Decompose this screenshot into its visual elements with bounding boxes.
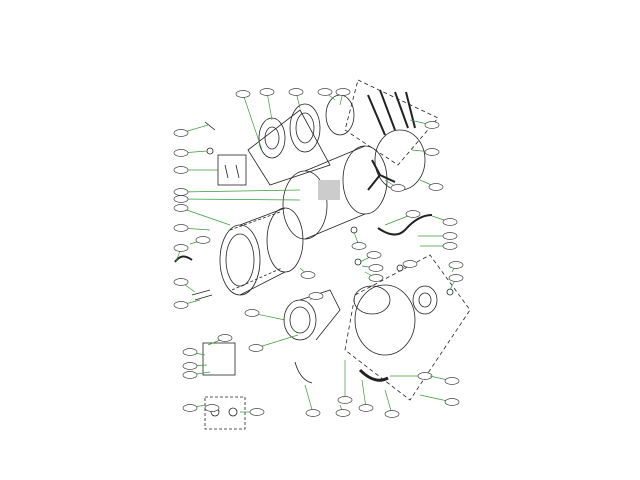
callout-bubble xyxy=(182,362,198,370)
callout-leader-line xyxy=(266,91,273,121)
callout-bubble xyxy=(173,195,189,203)
callout-bubble xyxy=(337,396,353,404)
callout-bubble xyxy=(424,148,440,156)
shock-absorbers xyxy=(367,89,416,136)
callout-bubble xyxy=(173,149,189,157)
callout-bubble xyxy=(182,371,198,379)
callout-bubble xyxy=(402,260,418,268)
callout-bubble xyxy=(173,188,189,196)
callout-bubble xyxy=(351,242,367,250)
callout-bubble xyxy=(428,183,444,191)
callout-bubble xyxy=(244,309,260,317)
callout-leader-line xyxy=(180,189,301,193)
front-tub xyxy=(219,207,304,296)
small-parts xyxy=(191,121,454,430)
callout-bubble xyxy=(424,121,440,129)
hoses xyxy=(174,214,433,382)
callout-leader-line xyxy=(242,93,263,151)
callout-bubble xyxy=(444,377,460,385)
callout-bubble xyxy=(204,404,220,412)
callout-bubble xyxy=(442,218,458,226)
callout-bubble xyxy=(173,166,189,174)
callout-bubble xyxy=(173,129,189,137)
callout-bubble xyxy=(173,301,189,309)
pump-housing xyxy=(353,284,438,356)
rear-tub xyxy=(282,145,388,240)
callout-bubble xyxy=(259,88,275,96)
callout-bubble xyxy=(173,204,189,212)
callout-leader-line xyxy=(304,384,314,414)
assembly-boundaries xyxy=(344,79,471,401)
callout-bubble xyxy=(173,224,189,232)
callout-bubble xyxy=(442,242,458,250)
callout-leader-line xyxy=(384,389,393,415)
callout-bubble xyxy=(444,398,460,406)
rotor-stator xyxy=(247,94,355,186)
callout-bubble xyxy=(368,264,384,272)
callout-bubble xyxy=(217,334,233,342)
callout-bubble xyxy=(448,274,464,282)
callout-bubble xyxy=(305,409,321,417)
drum-spider xyxy=(367,159,396,191)
callout-bubble xyxy=(335,409,351,417)
callout-bubble xyxy=(405,210,421,218)
callout-bubble xyxy=(195,236,211,244)
callout-bubble xyxy=(249,408,265,416)
callout-leader-line xyxy=(180,207,231,226)
callout-bubble xyxy=(182,404,198,412)
callout-bubble xyxy=(366,251,382,259)
callout-bubble xyxy=(390,184,406,192)
callout-bubble xyxy=(317,88,333,96)
callout-bubble xyxy=(384,410,400,418)
callout-bubble xyxy=(300,271,316,279)
callout-bubble xyxy=(182,348,198,356)
callout-leader-line xyxy=(361,379,367,409)
callout-bubble xyxy=(235,90,251,98)
callout-bubble xyxy=(288,88,304,96)
callout-leader-line xyxy=(180,198,301,201)
callout-bubble xyxy=(173,244,189,252)
callout-bubble xyxy=(173,278,189,286)
callout-leader-line xyxy=(255,334,299,349)
callout-bubble xyxy=(442,232,458,240)
callout-bubble xyxy=(308,292,324,300)
callout-labels xyxy=(173,88,464,418)
callout-bubble xyxy=(335,88,351,96)
callout-bubble xyxy=(448,261,464,269)
callout-bubble xyxy=(358,404,374,412)
callout-bubble xyxy=(368,274,384,282)
callout-bubble xyxy=(417,372,433,380)
callout-bubble xyxy=(248,344,264,352)
